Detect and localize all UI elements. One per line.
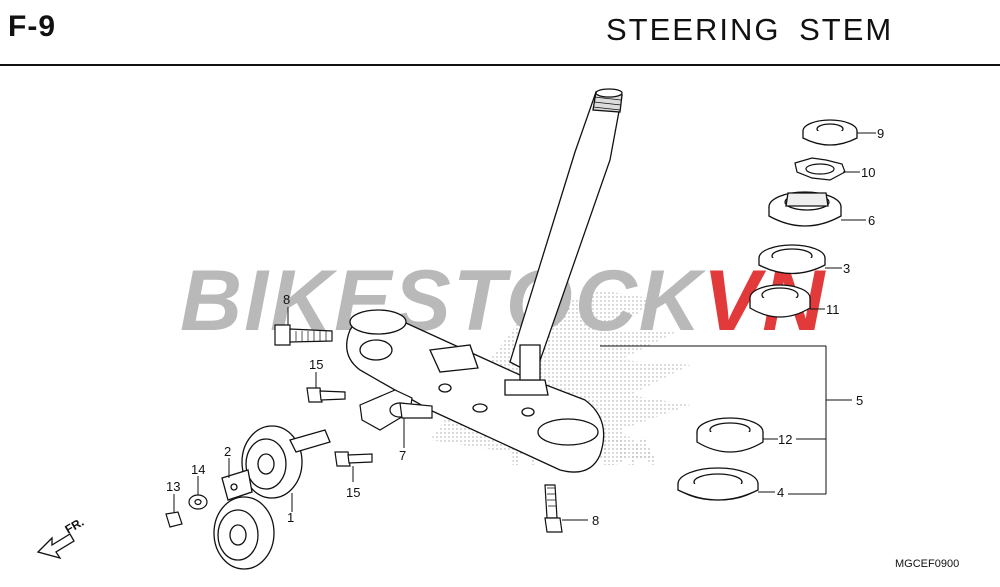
lock-nut-9 [802,119,858,146]
steering-stem-shaft [509,88,623,376]
front-direction-arrow-icon: FR. [36,515,87,560]
callout-5: 5 [856,393,863,408]
lock-washer-10 [794,157,846,181]
callout-8-lower: 8 [592,513,599,528]
callout-15-upper: 15 [309,357,323,372]
callout-7: 7 [399,448,406,463]
header-divider [0,64,1000,66]
diagram-code: F-9 [8,10,56,43]
dust-seal-3 [758,244,826,275]
callout-12: 12 [778,432,792,447]
horn-lower [213,496,275,570]
callout-4: 4 [777,485,784,500]
front-direction-label: FR. [63,515,87,537]
lower-bearing-12 [696,417,764,453]
lower-triple-clamp [346,309,605,473]
bolt-8-lower [544,484,563,533]
nut-13 [165,511,183,528]
washer-14 [188,494,208,510]
watermark-main: BIKESTOCK [180,253,707,349]
callout-2: 2 [224,444,231,459]
callout-9: 9 [877,126,884,141]
bolt-15-upper [306,387,346,403]
callout-8-upper: 8 [283,292,290,307]
bolt-8-upper [274,324,333,346]
upper-bearing-11 [749,284,811,318]
callout-1: 1 [287,510,294,525]
callout-15-lower: 15 [346,485,360,500]
bolt-15-lower [334,451,373,467]
diagram-title: STEERING STEM [606,12,894,47]
callout-13: 13 [166,479,180,494]
hose-clamp-7 [359,389,433,431]
callout-10: 10 [861,165,875,180]
adjusting-nut-6 [768,191,842,227]
horn-upper [221,425,331,501]
dust-seal-4 [677,467,759,501]
callout-labels: 1 2 3 4 5 6 7 8 8 9 10 11 12 13 14 15 15 [166,126,884,528]
exploded-parts-diagram: HONDA BIKESTOCKVN [36,88,884,570]
callout-3: 3 [843,261,850,276]
callout-11: 11 [826,302,840,317]
drawing-code: MGCEF0900 [895,558,960,570]
leader-lines [173,132,876,521]
callout-14: 14 [191,462,205,477]
callout-6: 6 [868,213,875,228]
